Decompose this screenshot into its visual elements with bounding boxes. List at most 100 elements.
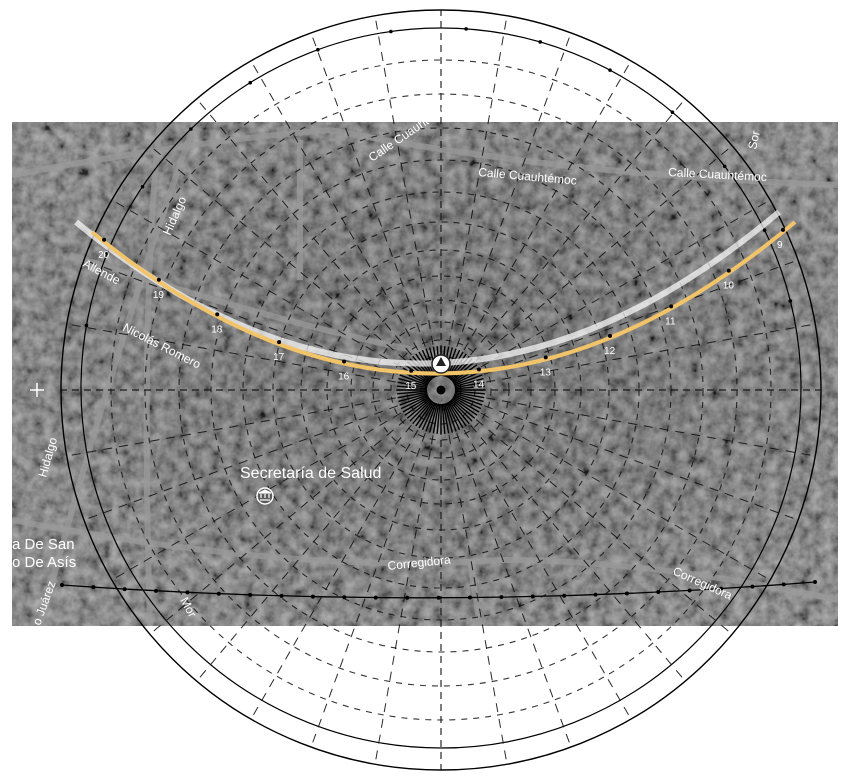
ring-dot-58 [248,80,253,85]
hour-label-9: 9 [777,240,783,251]
hour-dot-11 [669,304,674,309]
hour-label-18: 18 [211,324,223,335]
azimuth-line-200 [83,259,429,386]
hour-label-14: 14 [473,379,485,390]
center-tick-40 [451,398,476,419]
ring-dot-10 [84,323,89,328]
altitude-ring-7 [272,221,610,559]
center-tick-70 [445,402,457,432]
center-tick-170 [397,391,428,399]
azimuth-line-50 [449,400,686,682]
chord-tick-2 [122,587,127,592]
road-hidalgo [37,122,198,626]
ring-dot-22 [105,251,110,255]
ring-dot-94 [464,27,468,31]
center-tick-10 [454,391,485,399]
azimuth-line-80 [442,403,508,765]
center-tick-25 [453,395,482,410]
azimuth-line-10 [454,391,816,457]
center-tick-5 [454,390,485,395]
hour-label-16: 16 [338,371,350,382]
chord-tick-13 [467,595,472,600]
street-label-sor: Sor [745,129,763,150]
center-tick-155 [400,395,429,410]
azimuth-line-340 [453,259,799,386]
road-network [12,122,838,626]
hour-dot-12 [608,333,613,338]
chord-tick-12 [436,595,441,600]
center-tick-160 [399,394,429,406]
center-tick-110 [425,402,437,432]
hour-dot-14 [477,367,482,372]
center-tick-135 [409,399,432,422]
hour-dot-17 [277,340,282,345]
center-tick-355 [454,385,485,390]
hour-dot-9 [781,227,786,232]
hour-label-15: 15 [405,381,417,392]
hour-dot-13 [543,355,548,360]
center-tick-20 [453,394,483,406]
azimuth-line-320 [451,145,733,382]
center-tick-100 [432,403,440,434]
center-tick-130 [412,400,433,425]
road-nicolas-romero [69,252,441,358]
chord-tick-22 [750,584,755,589]
azimuth-line-20 [453,394,799,521]
azimuth-line-290 [445,32,572,378]
azimuth-line-220 [149,145,431,382]
chord-tick-11 [405,595,410,600]
azimuth-line-230 [196,98,433,380]
center-tick-125 [415,401,434,427]
landmark-icon [256,487,274,505]
hour-label-12: 12 [604,346,616,357]
azimuth-line-120 [250,401,435,720]
azimuth-line-130 [196,400,433,682]
chord-tick-21 [719,586,724,591]
center-tick-105 [428,403,439,433]
center-tick-175 [397,390,428,395]
azimuth-line-100 [374,403,440,765]
road-cuauhtemoc-east [329,127,838,188]
hour-dot-16 [342,359,347,364]
ring-dot-82 [389,29,393,34]
center-tick-340 [453,374,483,386]
azimuth-line-60 [447,401,632,720]
chord-tick-8 [310,594,315,599]
hour-label-20: 20 [98,250,110,261]
chord-tick-10 [373,595,378,600]
center-tick-75 [443,403,454,433]
hour-label-13: 13 [540,367,552,378]
altitude-ring-10 [178,127,704,653]
road-corregidora [12,517,838,603]
ring-dot-106 [538,40,543,44]
center-tick-85 [441,403,446,434]
center-tick-145 [404,397,430,416]
center-tick-345 [454,377,484,388]
azimuth-line-260 [374,15,440,377]
azimuth-line-300 [447,60,632,379]
center-tick-95 [436,403,441,434]
chord-tick-1 [91,585,96,590]
ring-dot-34 [140,184,145,189]
center-tick-60 [447,401,464,429]
azimuth-line-30 [452,396,771,581]
hour-dot-18 [215,312,220,317]
hour-dot-19 [156,277,161,282]
center-tick-80 [442,403,450,434]
center-tick-45 [450,399,473,422]
center-tick-140 [406,398,431,419]
center-tick-55 [448,401,467,427]
azimuth-line-250 [310,32,437,378]
chord-tick-4 [185,590,190,595]
azimuth-line-160 [83,394,429,521]
road-minor-2 [467,559,483,626]
ring-dot-118 [608,68,612,72]
center-tick-30 [452,396,480,413]
chord-tick-20 [687,588,692,593]
hour-dot-10 [726,268,731,273]
chord-tick-23 [781,582,786,587]
center-tick-65 [446,402,461,431]
street-label-cuauhtemoc-3: Calle Cuauhtémoc [668,165,767,184]
place-label-san-francisco-line1: a De San [12,536,75,553]
ring-dot-130 [670,110,675,115]
